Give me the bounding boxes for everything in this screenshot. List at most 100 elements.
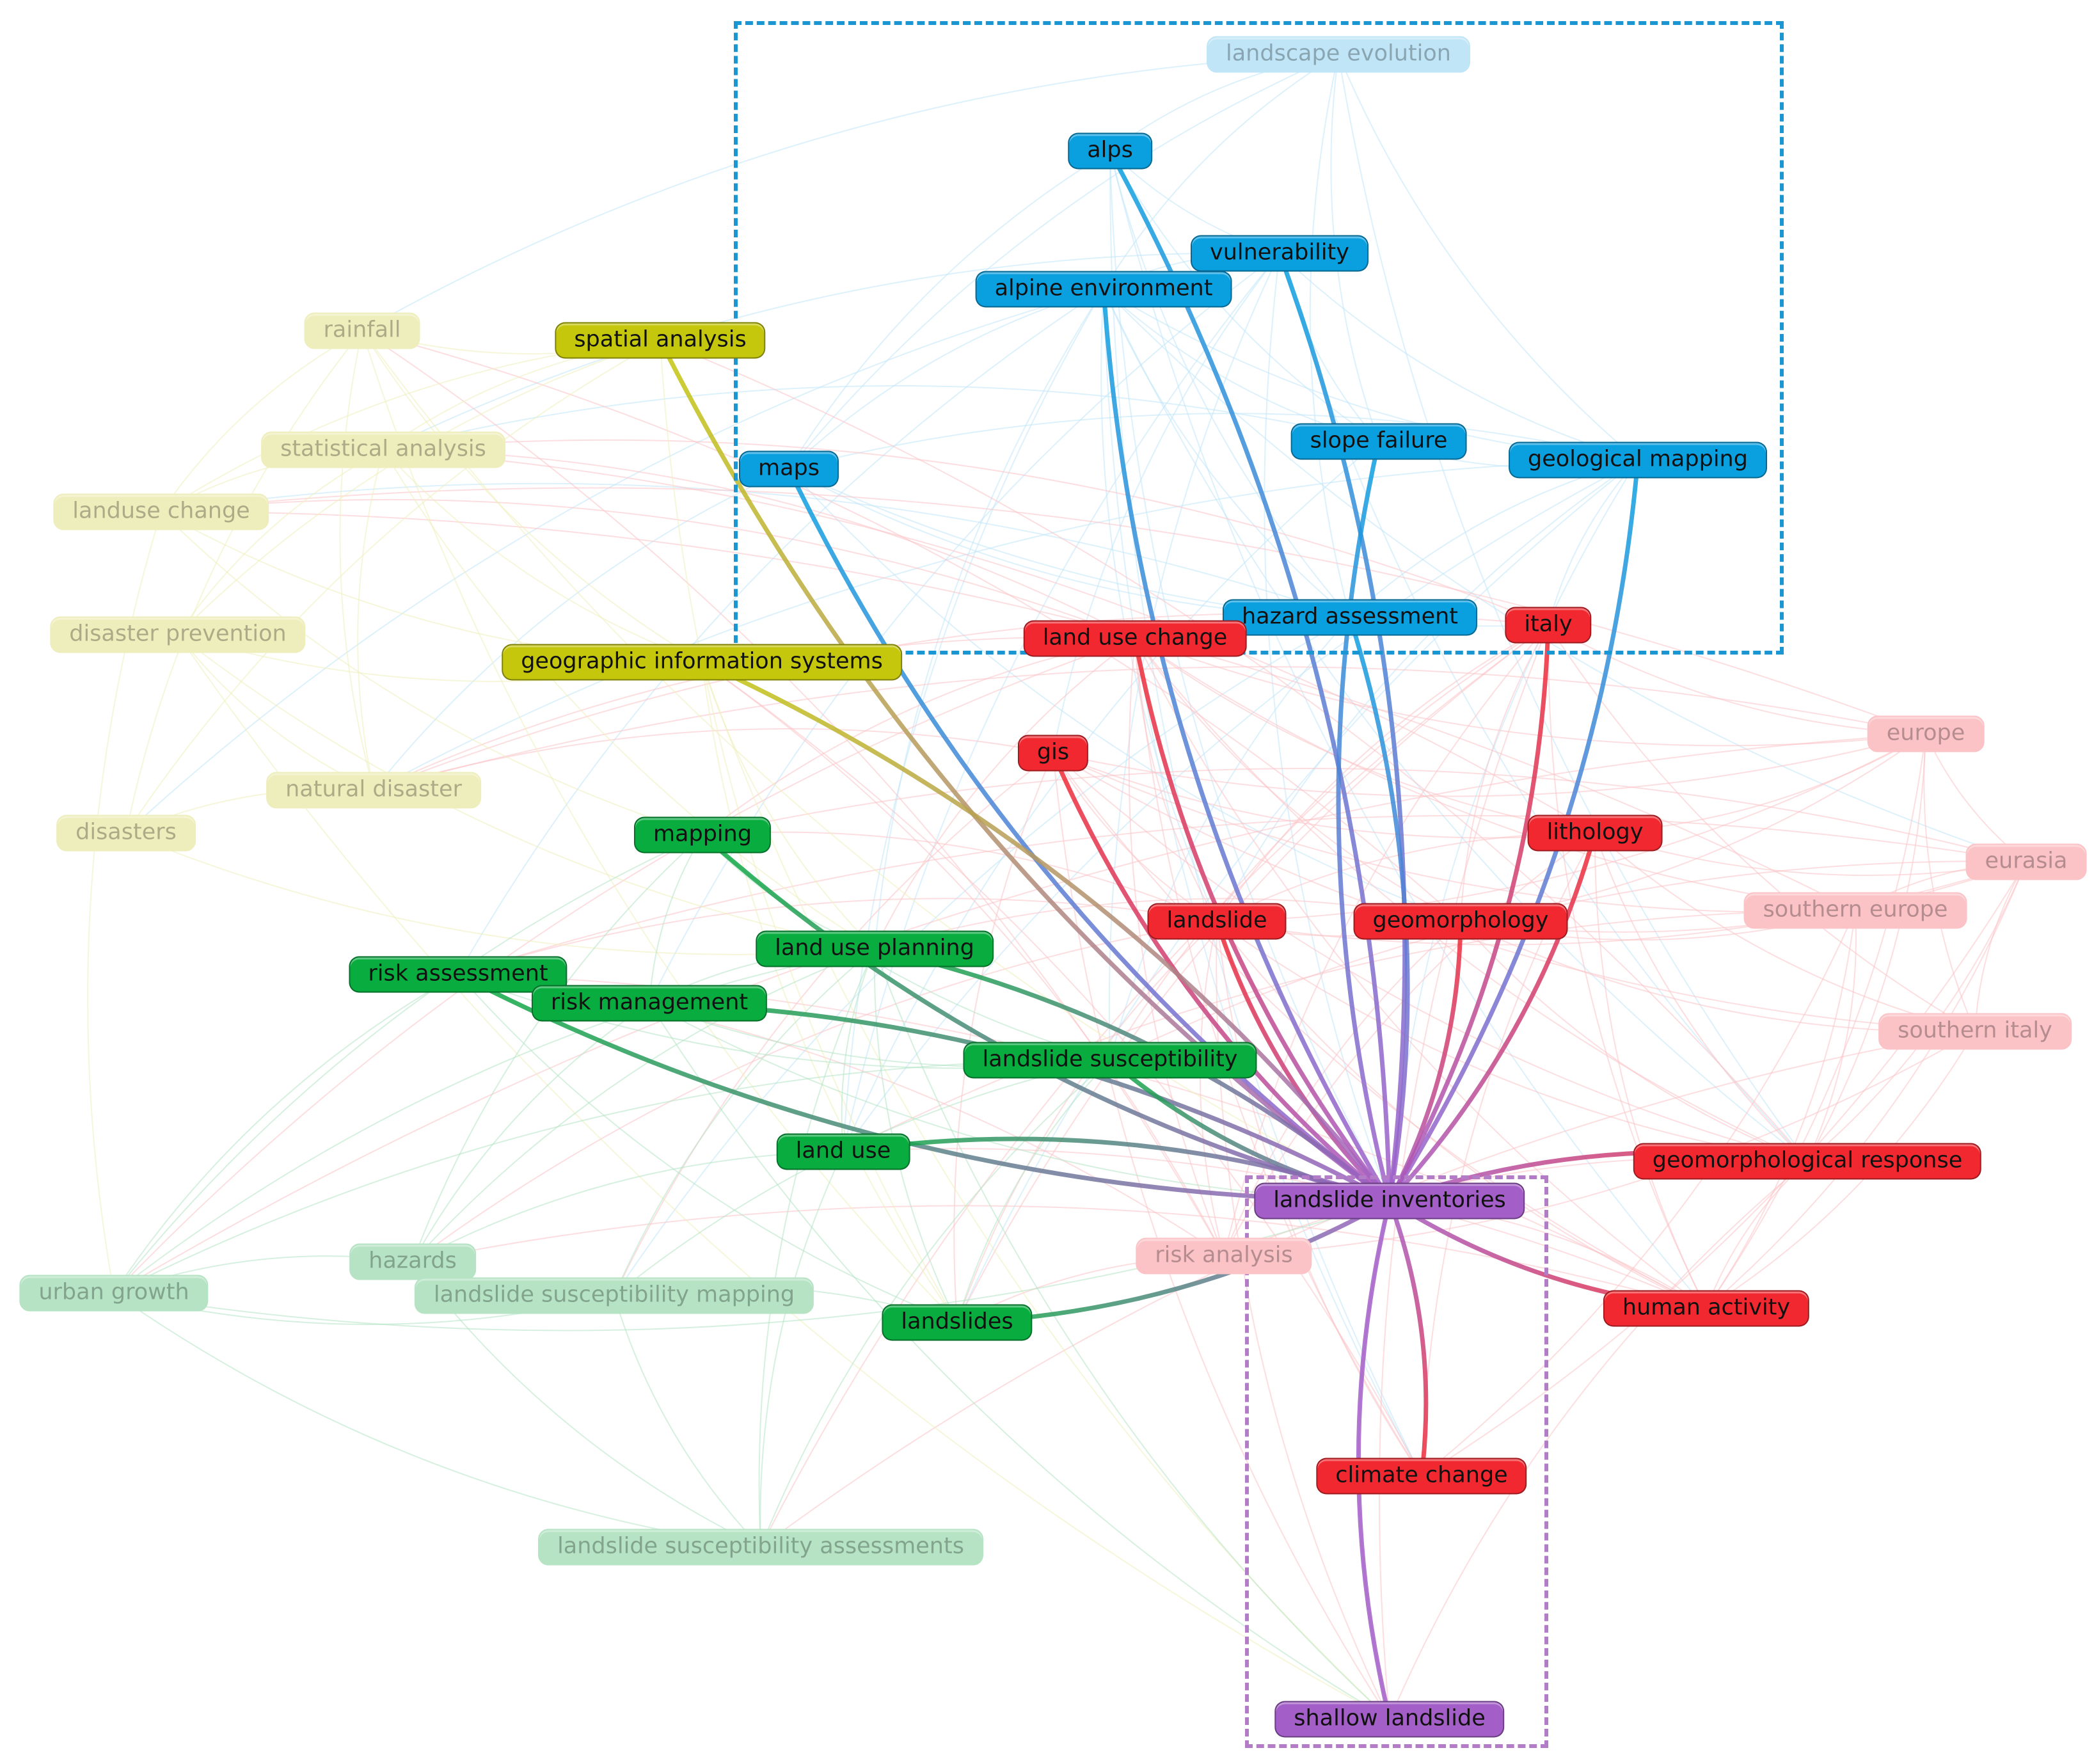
weak-link-line (956, 921, 1218, 1323)
node-landslides[interactable]: landslides (882, 1304, 1033, 1341)
node-risk-analysis[interactable]: risk analysis (1136, 1237, 1312, 1275)
node-vulnerability[interactable]: vulnerability (1191, 235, 1368, 272)
node-landslide[interactable]: landslide (1147, 903, 1287, 940)
weak-link-line (1974, 861, 2027, 1032)
weak-link-line (1706, 910, 1856, 1309)
weak-link-line (614, 1060, 1111, 1296)
node-shallow-landslide[interactable]: shallow landslide (1274, 1701, 1505, 1738)
node-rainfall[interactable]: rainfall (304, 312, 420, 349)
weak-link-line (1134, 638, 1926, 747)
weak-link-line (339, 330, 374, 791)
weak-link-line (161, 487, 1926, 735)
node-land-use-change[interactable]: land use change (1023, 620, 1247, 657)
node-italy[interactable]: italy (1505, 607, 1592, 644)
weak-link-line (843, 289, 1104, 1152)
weak-link-line (1109, 150, 1351, 618)
weak-link-line (177, 449, 384, 635)
weak-link-line (383, 449, 702, 663)
node-statistical-analysis[interactable]: statistical analysis (261, 431, 505, 468)
node-landslide-inventories[interactable]: landslide inventories (1254, 1182, 1525, 1220)
node-landslide-susceptibility-assessments[interactable]: landslide susceptibility assessments (538, 1529, 983, 1566)
strong-link-line-gis (1051, 751, 1392, 1204)
weak-link-line (702, 831, 1218, 922)
node-hazard-assessment[interactable]: hazard assessment (1222, 599, 1478, 636)
weak-link-line (457, 814, 2027, 975)
weak-link-line (1594, 832, 1808, 1162)
weak-link-line (1216, 459, 1638, 922)
node-risk-management[interactable]: risk management (531, 985, 768, 1022)
node-disasters[interactable]: disasters (56, 814, 196, 852)
weak-link-line (1134, 638, 1856, 911)
node-disaster-prevention[interactable]: disaster prevention (50, 616, 306, 653)
weak-link-line (1706, 1031, 1976, 1309)
weak-link-line (1109, 617, 1351, 1061)
weak-link-line (161, 482, 1351, 618)
node-alps[interactable]: alps (1068, 132, 1152, 170)
node-slope-failure[interactable]: slope failure (1290, 423, 1467, 460)
node-geomorphology[interactable]: geomorphology (1353, 903, 1568, 940)
weak-link-line (1216, 624, 1549, 922)
node-mapping[interactable]: mapping (633, 816, 772, 854)
node-geological-mapping[interactable]: geological mapping (1509, 441, 1767, 479)
weak-link-line (874, 948, 1390, 1720)
weak-link-line (412, 1003, 650, 1262)
weak-link-line (125, 289, 1104, 834)
node-landslide-susceptibility[interactable]: landslide susceptibility (963, 1042, 1257, 1079)
weak-link-line (383, 439, 1549, 626)
weak-link-line (1134, 638, 1218, 922)
node-alpine-environment[interactable]: alpine environment (975, 271, 1232, 308)
weak-link-line (956, 1060, 1111, 1323)
weak-link-line (177, 634, 374, 791)
weak-link-line (1594, 832, 1707, 1309)
weak-link-line (1925, 733, 2027, 862)
node-risk-assessment[interactable]: risk assessment (349, 956, 567, 993)
weak-link-line (701, 662, 1225, 1257)
node-geographic-information-systems[interactable]: geographic information systems (502, 644, 902, 681)
weak-link-line (373, 666, 1926, 791)
weak-link-line (1052, 752, 1707, 1309)
node-spatial-analysis[interactable]: spatial analysis (555, 322, 766, 359)
node-land-use[interactable]: land use (776, 1133, 910, 1170)
node-natural-disaster[interactable]: natural disaster (266, 772, 481, 809)
strong-link-line-geomorphology (1387, 919, 1463, 1204)
node-land-use-planning[interactable]: land use planning (756, 930, 994, 967)
weak-link-line (361, 54, 1339, 331)
weak-link-line (457, 974, 958, 1323)
node-gis[interactable]: gis (1017, 735, 1089, 772)
node-eurasia[interactable]: eurasia (1965, 843, 2087, 880)
weak-link-line (357, 449, 384, 791)
weak-link-line (843, 909, 1856, 1152)
weak-link-line (1338, 54, 1638, 461)
node-southern-europe[interactable]: southern europe (1743, 892, 1967, 929)
weak-link-line (1134, 638, 1461, 922)
weak-link-line (161, 340, 661, 513)
weak-link-line (788, 468, 1461, 922)
weak-link-line (614, 948, 875, 1296)
node-hazards[interactable]: hazards (349, 1243, 476, 1280)
weak-link-line (1052, 733, 1926, 797)
weak-link-line (788, 54, 1339, 470)
weak-link-line (1128, 638, 1225, 1257)
weak-link-line (412, 921, 1218, 1262)
node-landscape-evolution[interactable]: landscape evolution (1207, 36, 1470, 73)
node-urban-growth[interactable]: urban growth (19, 1275, 209, 1312)
node-southern-italy[interactable]: southern italy (1878, 1013, 2072, 1050)
strong-link-line-landslide (1214, 919, 1392, 1204)
weak-link-line (113, 638, 1136, 1294)
node-lithology[interactable]: lithology (1527, 814, 1663, 852)
node-geomorphological-response[interactable]: geomorphological response (1633, 1143, 1982, 1180)
weak-link-line (113, 1059, 1111, 1294)
weak-link-line (125, 340, 661, 834)
node-maps[interactable]: maps (739, 450, 839, 488)
weak-link-line (1389, 1161, 1808, 1720)
node-human-activity[interactable]: human activity (1603, 1290, 1810, 1327)
node-landuse-change[interactable]: landuse change (53, 493, 269, 530)
weak-link-line (412, 948, 875, 1262)
node-landslide-susceptibility-mapping[interactable]: landslide susceptibility mapping (414, 1277, 814, 1314)
strong-link-line-climate-change (1387, 1198, 1429, 1479)
node-europe[interactable]: europe (1867, 715, 1985, 752)
weak-link-line (614, 617, 1351, 1296)
node-climate-change[interactable]: climate change (1316, 1458, 1527, 1495)
weak-link-line (1421, 910, 1856, 1477)
weak-link-line (1052, 752, 1856, 913)
